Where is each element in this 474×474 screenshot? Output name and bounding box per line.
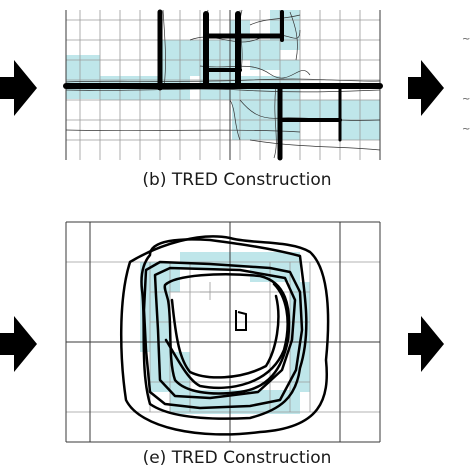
edge-mark: ~	[462, 124, 470, 135]
loop-trajectories	[120, 235, 330, 436]
top-diagram-panel: ~ ~ ~	[63, 9, 470, 161]
thick-trajectories	[63, 9, 383, 161]
arrow-right-icon	[0, 316, 37, 372]
edge-mark: ~	[462, 34, 470, 45]
caption-bottom: (e) TRED Construction	[142, 448, 332, 468]
fine-grid	[66, 261, 380, 413]
arrow-right-icon	[408, 60, 444, 116]
inner-squiggle	[235, 310, 247, 331]
edge-mark: ~	[462, 94, 470, 105]
bottom-diagram-panel	[65, 221, 381, 443]
arrow-right-icon	[0, 60, 37, 116]
caption-top: (b) TRED Construction	[142, 170, 332, 190]
arrow-right-icon	[408, 316, 444, 372]
